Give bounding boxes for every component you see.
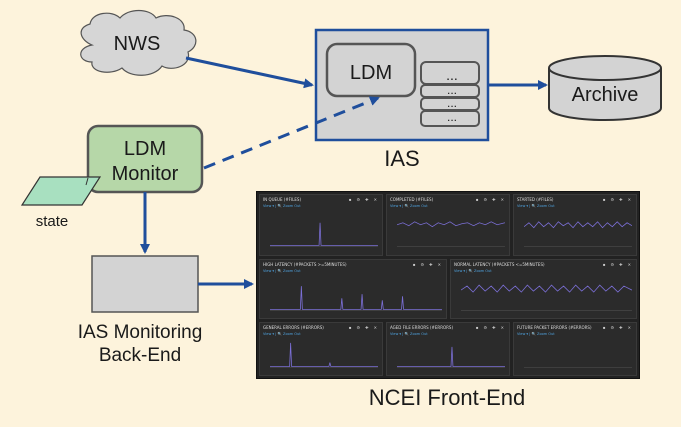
panel-view-links[interactable]: View ▾ | 🔍 Zoom Out: [517, 332, 555, 336]
ncei-dashboard: IN QUEUE (#FILES) ■ ⚙ ✚ ✕ View ▾ | 🔍 Zoo…: [256, 191, 640, 379]
panel-chart: [397, 221, 505, 247]
panel-view-links[interactable]: View ▾ | 🔍 Zoom Out: [263, 332, 301, 336]
panel-started: STARTED (#FILES) ■ ⚙ ✚ ✕ View ▾ | 🔍 Zoom…: [513, 194, 637, 256]
nws-cloud: NWS: [80, 9, 197, 76]
panel-chart: [524, 367, 632, 368]
state-label: state: [36, 213, 69, 230]
panel-chart: [461, 284, 632, 311]
panel-chart: [270, 342, 378, 368]
ldm-monitor-label-line1: LDM: [124, 138, 166, 160]
arrow-state-to-monitor: [85, 177, 89, 186]
ldm-monitor-label-line2: Monitor: [112, 163, 179, 185]
queue-stack: ... ... ... ...: [420, 61, 480, 127]
ldm-monitor-box: LDM Monitor: [86, 124, 204, 194]
panel-normal-latency: NORMAL LATENCY (#PACKETS <=5MINUTES) ■ ⚙…: [450, 259, 637, 319]
panel-icons[interactable]: ■ ⚙ ✚ ✕: [348, 325, 379, 330]
queue-dots-3: ...: [447, 96, 457, 110]
panel-icons[interactable]: ■ ⚙ ✚ ✕: [348, 197, 379, 202]
ias-label: IAS: [384, 146, 419, 171]
ldm-label: LDM: [350, 62, 392, 84]
panel-title: IN QUEUE (#FILES): [263, 197, 302, 202]
panel-chart: [524, 221, 632, 247]
panel-high-latency: HIGH LATENCY (#PACKETS >=5MINUTES) ■ ⚙ ✚…: [259, 259, 447, 319]
queue-dots-1: ...: [446, 67, 458, 83]
panel-icons[interactable]: ■ ⚙ ✚ ✕: [602, 262, 633, 267]
panel-view-links[interactable]: View ▾ | 🔍 Zoom Out: [454, 269, 492, 273]
backend-box: IAS Monitoring Back-End: [78, 255, 203, 366]
panel-view-links[interactable]: View ▾ | 🔍 Zoom Out: [390, 332, 428, 336]
panel-view-links[interactable]: View ▾ | 🔍 Zoom Out: [517, 204, 555, 208]
backend-label-line1: IAS Monitoring: [78, 322, 203, 343]
panel-icons[interactable]: ■ ⚙ ✚ ✕: [602, 197, 633, 202]
panel-title: NORMAL LATENCY (#PACKETS <=5MINUTES): [454, 262, 545, 267]
panel-icons[interactable]: ■ ⚙ ✚ ✕: [602, 325, 633, 330]
backend-label-line2: Back-End: [99, 345, 181, 366]
panel-chart: [397, 346, 505, 368]
panel-future-packet-errors: FUTURE PACKET ERRORS (#ERRORS) ■ ⚙ ✚ ✕ V…: [513, 322, 637, 376]
state-parallelogram: state: [20, 176, 102, 230]
panel-view-links[interactable]: View ▾ | 🔍 Zoom Out: [390, 204, 428, 208]
panel-general-errors: GENERAL ERRORS (#ERRORS) ■ ⚙ ✚ ✕ View ▾ …: [259, 322, 383, 376]
ldm-box: [325, 42, 417, 98]
panel-title: STARTED (#FILES): [517, 197, 554, 202]
panel-in-queue: IN QUEUE (#FILES) ■ ⚙ ✚ ✕ View ▾ | 🔍 Zoo…: [259, 194, 383, 256]
panel-icons[interactable]: ■ ⚙ ✚ ✕: [475, 197, 506, 202]
arrow-nws-to-ias: [185, 56, 314, 89]
archive-cylinder: Archive: [548, 55, 662, 121]
queue-dots-4: ...: [447, 110, 457, 124]
arrow-monitor-to-ldm: [203, 96, 380, 170]
ias-box: LDM ... ... ... ... IAS: [314, 28, 490, 171]
panel-aged-file-errors: AGED FILE ERRORS (#ERRORS) ■ ⚙ ✚ ✕ View …: [386, 322, 510, 376]
panel-icons[interactable]: ■ ⚙ ✚ ✕: [475, 325, 506, 330]
panel-title: AGED FILE ERRORS (#ERRORS): [390, 325, 454, 330]
panel-title: FUTURE PACKET ERRORS (#ERRORS): [517, 325, 592, 330]
panel-icons[interactable]: ■ ⚙ ✚ ✕: [412, 262, 443, 267]
panel-chart: [270, 286, 442, 311]
panel-completed: COMPLETED (#FILES) ■ ⚙ ✚ ✕ View ▾ | 🔍 Zo…: [386, 194, 510, 256]
panel-title: COMPLETED (#FILES): [390, 197, 434, 202]
panel-title: HIGH LATENCY (#PACKETS >=5MINUTES): [263, 262, 347, 267]
archive-label: Archive: [572, 84, 639, 106]
panel-view-links[interactable]: View ▾ | 🔍 Zoom Out: [263, 269, 301, 273]
panel-chart: [270, 222, 378, 247]
frontend-label: NCEI Front-End: [369, 385, 526, 410]
panel-view-links[interactable]: View ▾ | 🔍 Zoom Out: [263, 204, 301, 208]
nws-label: NWS: [114, 33, 161, 55]
queue-dots-2: ...: [447, 83, 457, 97]
panel-title: GENERAL ERRORS (#ERRORS): [263, 325, 324, 330]
